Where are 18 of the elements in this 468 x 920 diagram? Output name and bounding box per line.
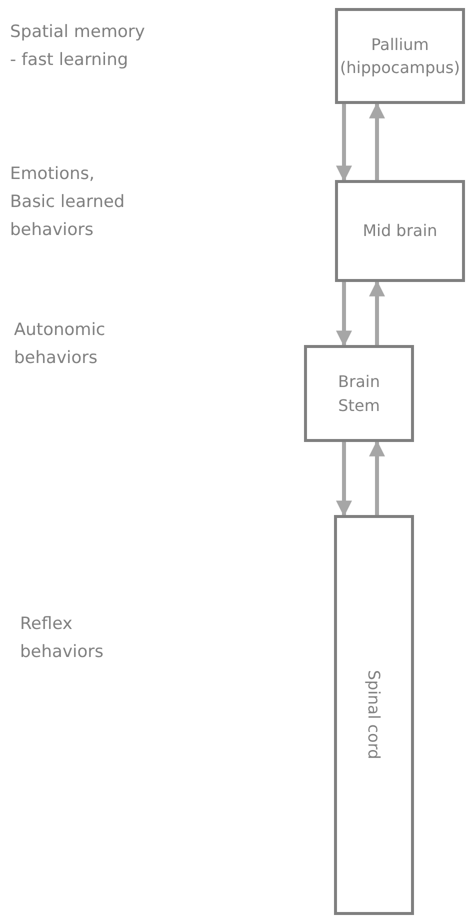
box-label: Brain Stem <box>337 371 381 416</box>
box-label: Spinal cord <box>364 670 385 760</box>
box-label: Pallium (hippocampus) <box>339 34 461 79</box>
process-box <box>335 180 465 282</box>
process-box <box>304 345 414 442</box>
function-label: Autonomic behaviors <box>14 319 106 370</box>
process-box <box>334 515 414 915</box>
arrow <box>369 102 385 180</box>
process-box <box>335 8 465 104</box>
box-label: Mid brain <box>362 220 438 242</box>
arrow <box>369 440 385 515</box>
arrow <box>369 280 385 345</box>
function-label: Emotions, Basic learned behaviors <box>10 163 126 242</box>
arrow <box>336 282 352 347</box>
arrow <box>336 104 352 182</box>
function-label: Spatial memory - fast learning <box>10 21 146 72</box>
arrow <box>336 442 352 517</box>
function-label: Reflex behaviors <box>20 613 104 664</box>
